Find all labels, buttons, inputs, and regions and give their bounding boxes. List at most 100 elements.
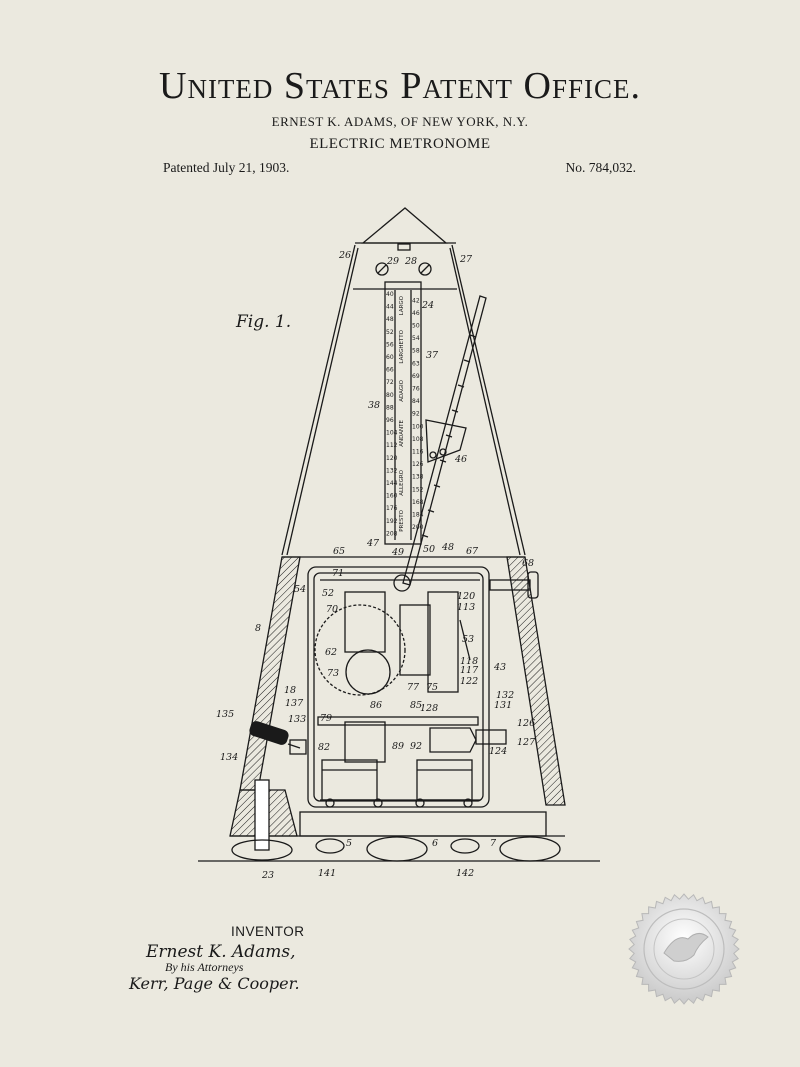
inventor-line: ERNEST K. ADAMS, OF NEW YORK, N.Y.: [271, 114, 529, 129]
reference-numeral: 70: [326, 604, 338, 615]
figure-label: Fig. 1.: [236, 312, 292, 332]
reference-numeral: 132: [496, 690, 514, 701]
reference-numeral: 28: [404, 256, 417, 267]
scale-mark: 126: [412, 461, 424, 468]
reference-numeral: 24: [421, 300, 434, 311]
reference-numeral: 134: [220, 752, 238, 763]
reference-numeral: 68: [522, 558, 534, 569]
left-foot: [229, 779, 298, 861]
reference-numeral: 50: [423, 544, 435, 555]
reference-numeral: 65: [333, 546, 345, 557]
reference-numeral: 89: [392, 741, 404, 752]
reference-numeral: 49: [391, 547, 404, 558]
pyramid-housing: [230, 207, 566, 837]
scale-mark: 48: [386, 316, 394, 323]
reference-numeral: 43: [493, 662, 506, 673]
reference-numeral: 131: [494, 700, 512, 711]
top-screws: [375, 243, 432, 276]
reference-numeral: 27: [459, 254, 473, 265]
reference-numeral: 117: [460, 665, 479, 676]
scale-mark: 144: [386, 480, 398, 487]
scale-mark: 60: [386, 354, 394, 361]
scale-mark: 116: [412, 449, 424, 456]
scale-mark: 80: [386, 392, 394, 399]
inventor-signature: Ernest K. Adams,: [146, 942, 296, 962]
reference-numeral: 86: [370, 700, 382, 711]
scale-mark: 46: [412, 310, 420, 317]
tempo-scale: [384, 281, 422, 545]
scale-word: LARGO: [399, 295, 405, 315]
reference-numeral: 137: [285, 698, 304, 709]
reference-numeral: 92: [410, 741, 422, 752]
reference-numeral: 75: [426, 682, 438, 693]
scale-mark: 208: [386, 530, 398, 537]
reference-numeral: 73: [327, 668, 339, 679]
office-title: United States Patent Office.: [159, 65, 641, 107]
reference-numeral: 47: [366, 538, 380, 549]
scale-mark: 108: [412, 436, 424, 443]
reference-numeral: 53: [462, 634, 474, 645]
reference-numeral: 6: [432, 838, 438, 849]
scale-mark: 40: [386, 291, 394, 298]
reference-numeral: 122: [460, 676, 478, 687]
scale-mark: 192: [386, 518, 398, 525]
scale-mark: 132: [386, 467, 398, 474]
embossed-seal-icon: [628, 893, 740, 1005]
patented-date: Patented July 21, 1903.: [163, 160, 290, 175]
reference-numeral: 135: [216, 709, 234, 720]
scale-mark: 176: [386, 505, 398, 512]
winding-key: [489, 571, 539, 599]
reference-numeral: 113: [457, 602, 475, 613]
scale-mark: 84: [412, 398, 420, 405]
reference-numeral: 26: [338, 250, 351, 261]
scale-mark: 100: [412, 423, 424, 430]
scale-mark: 104: [386, 430, 398, 437]
scale-mark: 42: [412, 297, 420, 304]
reference-numeral: 126: [517, 718, 535, 729]
tempo-scale-marks: 4042444648505254565860636669727680848892…: [386, 291, 424, 537]
reference-numeral: 128: [420, 703, 438, 714]
reference-numeral: 142: [456, 868, 474, 879]
attorneys-signature: Kerr, Page & Cooper.: [129, 974, 300, 993]
scale-mark: 120: [386, 455, 398, 462]
feet: [315, 836, 561, 862]
inventor-heading: INVENTOR: [231, 924, 305, 939]
scale-word: ADAGIO: [399, 379, 405, 401]
reference-numeral: 133: [288, 714, 306, 725]
scale-word: LARGHETTO: [399, 329, 405, 363]
switch-lever: [249, 721, 301, 749]
scale-mark: 66: [386, 367, 394, 374]
reference-numeral: 77: [407, 682, 420, 693]
patent-number: No. 784,032.: [565, 160, 637, 175]
reference-numeral: 82: [318, 742, 330, 753]
reference-numeral: 79: [320, 713, 332, 724]
scale-mark: 96: [386, 417, 394, 424]
scale-mark: 160: [386, 493, 398, 500]
reference-numeral: 127: [517, 737, 536, 748]
scale-mark: 168: [412, 499, 424, 506]
scale-mark: 138: [412, 474, 424, 481]
scale-mark: 58: [412, 348, 420, 355]
reference-numeral: 62: [325, 647, 337, 658]
reference-numeral: 141: [318, 868, 336, 879]
reference-numeral: 67: [466, 546, 479, 557]
clockwork-mechanism: [289, 566, 507, 808]
scale-mark: 63: [412, 360, 420, 367]
scale-mark: 112: [386, 442, 398, 449]
scale-mark: 184: [412, 512, 424, 519]
reference-numeral: 46: [454, 454, 467, 465]
reference-numeral: 7: [490, 838, 497, 849]
scale-word: PRESTO: [399, 509, 405, 531]
reference-numeral: 85: [410, 700, 422, 711]
scale-mark: 92: [412, 411, 420, 418]
reference-numeral: 23: [261, 870, 274, 881]
scale-mark: 44: [386, 304, 394, 311]
reference-numeral: 52: [322, 588, 334, 599]
reference-numeral: 124: [489, 746, 507, 757]
scale-mark: 69: [412, 373, 420, 380]
scale-mark: 76: [412, 386, 420, 393]
